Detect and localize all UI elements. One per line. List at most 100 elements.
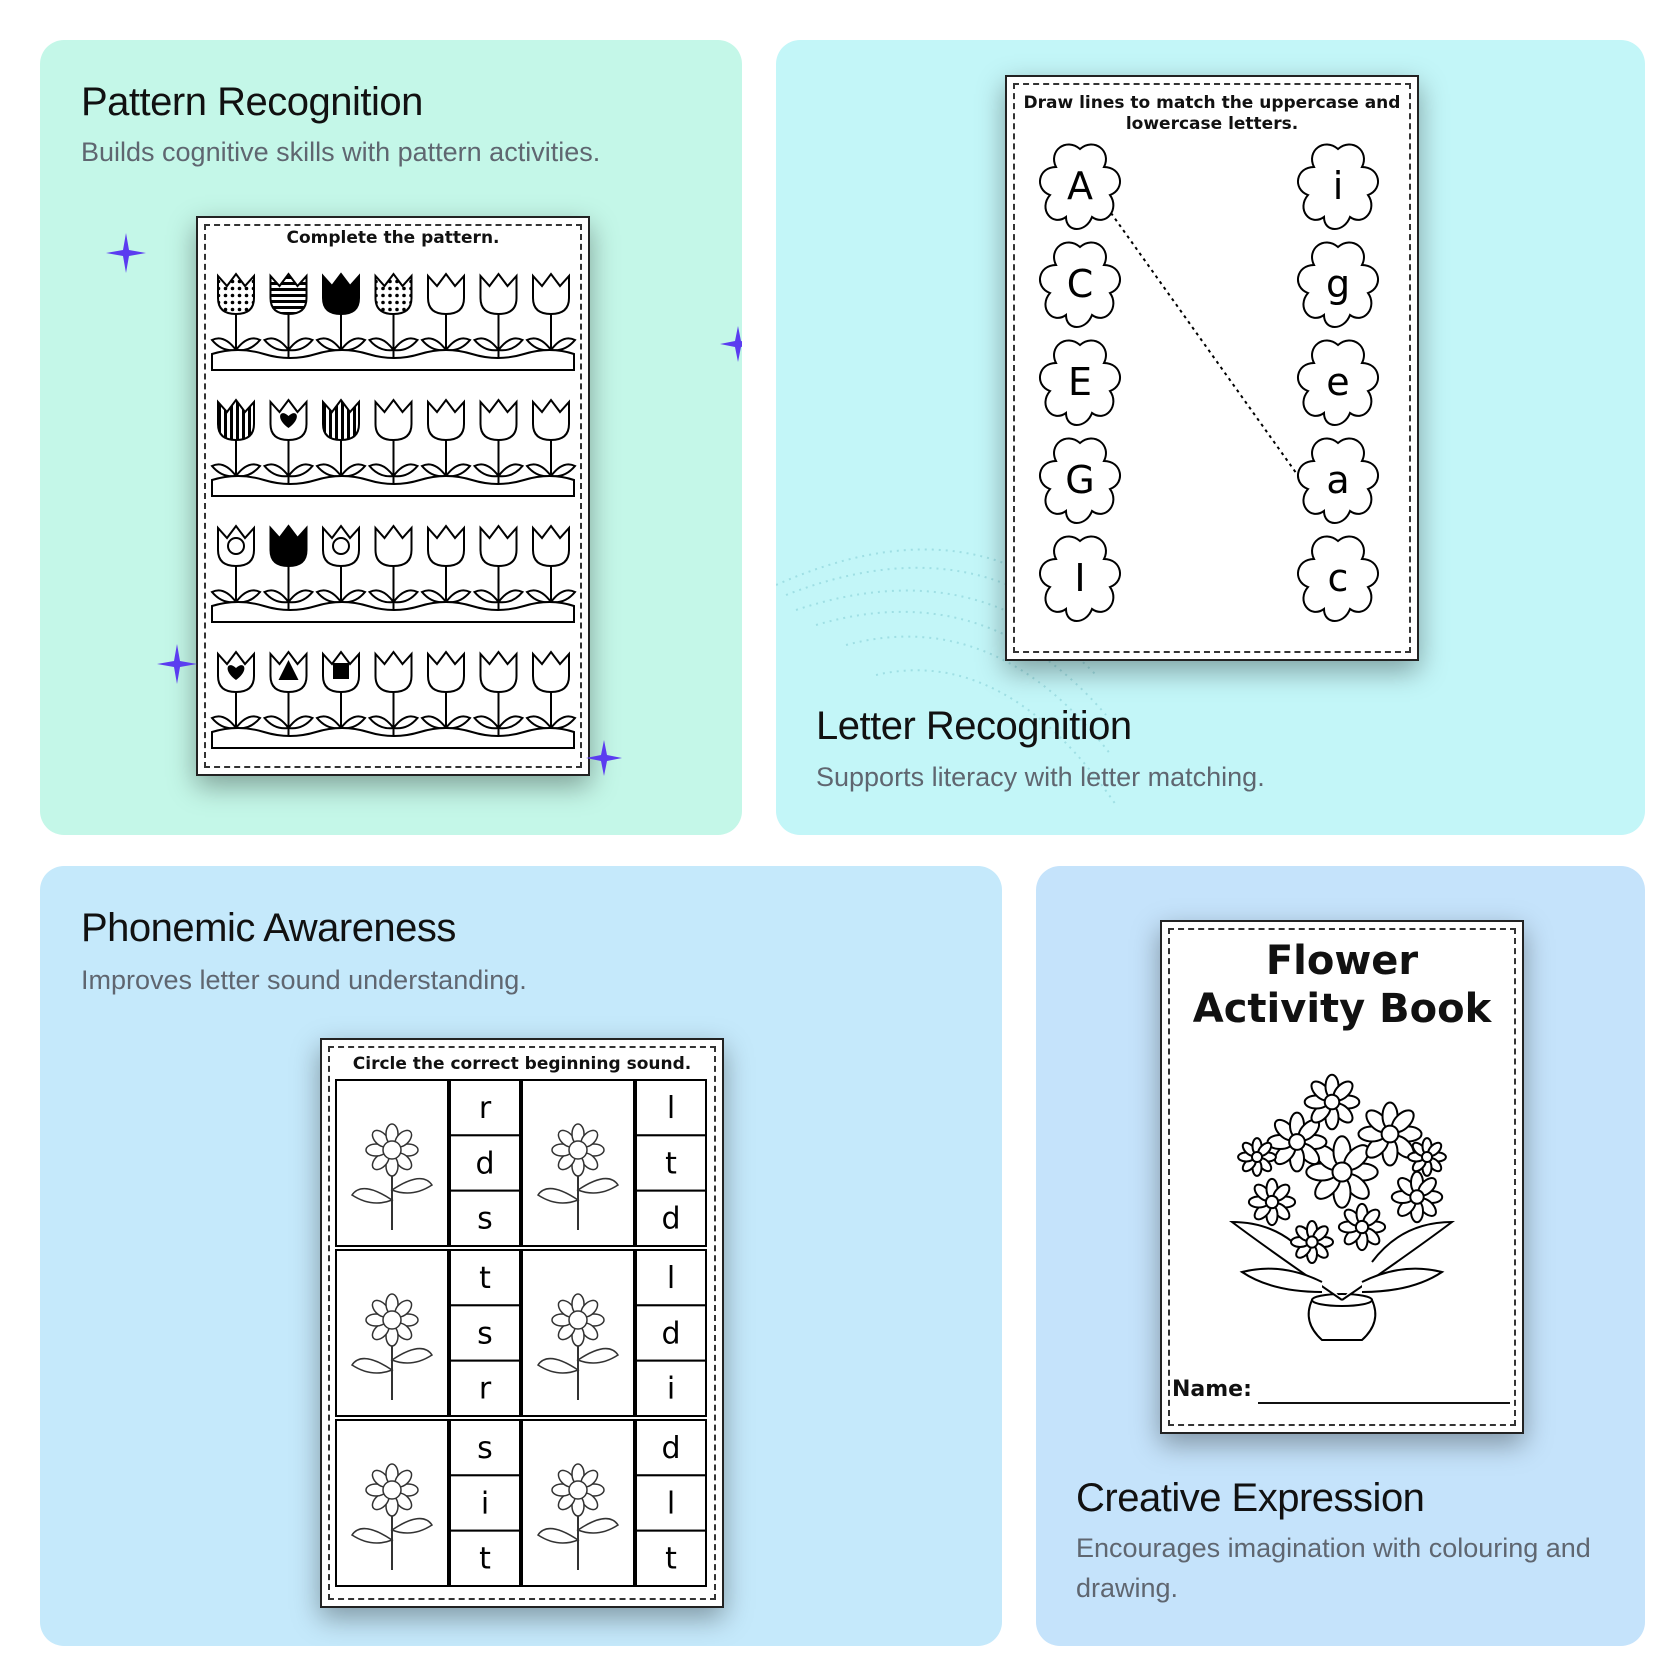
sound-letter: d bbox=[661, 1431, 680, 1466]
flower-center bbox=[382, 1310, 402, 1330]
ground-strip bbox=[211, 475, 575, 497]
tulip-icon bbox=[368, 651, 419, 737]
flower-center bbox=[1288, 1133, 1306, 1151]
sound-letter: r bbox=[479, 1091, 492, 1126]
activity-book-cover: Flower Activity Book Name: bbox=[1160, 920, 1524, 1434]
tulip-icon bbox=[526, 399, 576, 485]
flower-center bbox=[1250, 1150, 1264, 1164]
worksheet-border bbox=[328, 1046, 716, 1600]
leaf-icon bbox=[350, 1187, 394, 1204]
flower-center bbox=[1420, 1150, 1434, 1164]
sound-letter: s bbox=[477, 1316, 493, 1351]
tulip-icon bbox=[368, 399, 419, 485]
letter-label: i bbox=[1333, 164, 1344, 208]
tulip-icon bbox=[368, 273, 419, 359]
worksheet-heading: Complete the pattern. bbox=[286, 228, 500, 248]
card-pattern-recognition: Pattern Recognition Builds cognitive ski… bbox=[40, 40, 742, 835]
ground-strip bbox=[211, 727, 575, 749]
card-subtitle: Supports literacy with letter matching. bbox=[816, 762, 1265, 792]
card-title: Letter Recognition bbox=[816, 704, 1132, 748]
tulip-icon bbox=[211, 399, 261, 485]
leaf-icon bbox=[536, 1527, 580, 1544]
sound-choice-cell[interactable] bbox=[635, 1134, 707, 1192]
triangle-icon bbox=[278, 660, 299, 680]
name-label: Name: bbox=[1172, 1377, 1252, 1402]
sound-letter: t bbox=[665, 1146, 677, 1181]
sound-choice-cell[interactable] bbox=[449, 1529, 521, 1587]
letter-label: G bbox=[1065, 458, 1094, 502]
flower-center bbox=[568, 1480, 588, 1500]
tulip-icon bbox=[421, 525, 471, 611]
card-title: Phonemic Awareness bbox=[81, 906, 456, 950]
leaf-icon bbox=[576, 1517, 620, 1534]
flower-center bbox=[568, 1140, 588, 1160]
sound-choice-cell[interactable] bbox=[635, 1249, 707, 1307]
circle-icon bbox=[227, 537, 245, 555]
letter-label: g bbox=[1326, 262, 1350, 306]
tulip-icon bbox=[263, 525, 314, 611]
sound-choice-cell[interactable] bbox=[449, 1189, 521, 1248]
card-phonemic-awareness: Phonemic Awareness Improves letter sound… bbox=[40, 866, 1002, 1646]
sound-letter: s bbox=[477, 1431, 493, 1466]
worksheet-border bbox=[1013, 83, 1411, 653]
letter-label: a bbox=[1326, 458, 1349, 502]
card-title: Pattern Recognition bbox=[81, 80, 423, 124]
square-icon bbox=[333, 663, 349, 679]
flower-center bbox=[1264, 1194, 1280, 1210]
sound-choice-cell[interactable] bbox=[449, 1474, 521, 1532]
card-subtitle: Improves letter sound understanding. bbox=[81, 965, 527, 995]
tulip-icon bbox=[473, 651, 524, 737]
tulip-icon bbox=[526, 651, 576, 737]
tulip-icon bbox=[526, 525, 576, 611]
pattern-worksheet: Complete the pattern. bbox=[196, 216, 590, 776]
sparkle-icon bbox=[157, 644, 197, 684]
sound-choice-cell[interactable] bbox=[635, 1529, 707, 1587]
dotted-sphere-decoration bbox=[776, 548, 1117, 806]
heart-icon bbox=[280, 413, 297, 428]
card-subtitle: Builds cognitive skills with pattern act… bbox=[81, 137, 601, 167]
sound-letter: i bbox=[667, 1372, 675, 1407]
tulip-icon bbox=[526, 273, 576, 359]
worksheet-border bbox=[204, 224, 582, 768]
sound-letter: d bbox=[661, 1202, 680, 1237]
tulip-icon bbox=[473, 273, 524, 359]
letter-label: e bbox=[1326, 360, 1349, 404]
flower-center bbox=[1380, 1124, 1400, 1144]
flower-center bbox=[1354, 1219, 1370, 1235]
sound-choice-cell[interactable] bbox=[449, 1249, 521, 1307]
tulip-pattern-grid bbox=[211, 273, 576, 749]
worksheet-heading: Circle the correct beginning sound. bbox=[352, 1054, 692, 1074]
leaf-icon bbox=[576, 1177, 620, 1194]
letter-worksheet: Draw lines to match the uppercase and lo… bbox=[1005, 75, 1419, 661]
sound-choice-cell[interactable] bbox=[635, 1304, 707, 1362]
circle-icon bbox=[332, 537, 350, 555]
sound-letter: t bbox=[665, 1542, 677, 1577]
sound-letter: d bbox=[661, 1316, 680, 1351]
tulip-icon bbox=[316, 399, 366, 485]
tulip-icon bbox=[473, 399, 524, 485]
letter-label: A bbox=[1067, 164, 1093, 208]
tulip-icon bbox=[421, 399, 471, 485]
sound-letter: r bbox=[479, 1372, 492, 1407]
tulip-icon bbox=[211, 273, 261, 359]
sound-choice-cell[interactable] bbox=[635, 1419, 707, 1477]
flower-center bbox=[1331, 1161, 1353, 1183]
sound-letter: s bbox=[477, 1202, 493, 1237]
leaf-icon bbox=[350, 1527, 394, 1544]
tulip-icon bbox=[421, 273, 471, 359]
letter-label: E bbox=[1068, 360, 1092, 404]
letter-label: C bbox=[1067, 262, 1094, 306]
sound-letter: t bbox=[479, 1261, 491, 1296]
sparkle-icon bbox=[586, 740, 622, 776]
leaf-icon bbox=[390, 1517, 434, 1534]
sound-choice-cell[interactable] bbox=[635, 1359, 707, 1417]
heart-icon bbox=[227, 665, 245, 680]
sound-choice-cell[interactable] bbox=[449, 1419, 521, 1477]
sound-choice-cell[interactable] bbox=[449, 1134, 521, 1192]
sound-choice-cell[interactable] bbox=[635, 1189, 707, 1248]
sound-choice-cell[interactable] bbox=[449, 1359, 521, 1417]
flower-center bbox=[1323, 1093, 1341, 1111]
sparkle-icon bbox=[720, 326, 742, 362]
flower-center bbox=[1305, 1235, 1319, 1249]
